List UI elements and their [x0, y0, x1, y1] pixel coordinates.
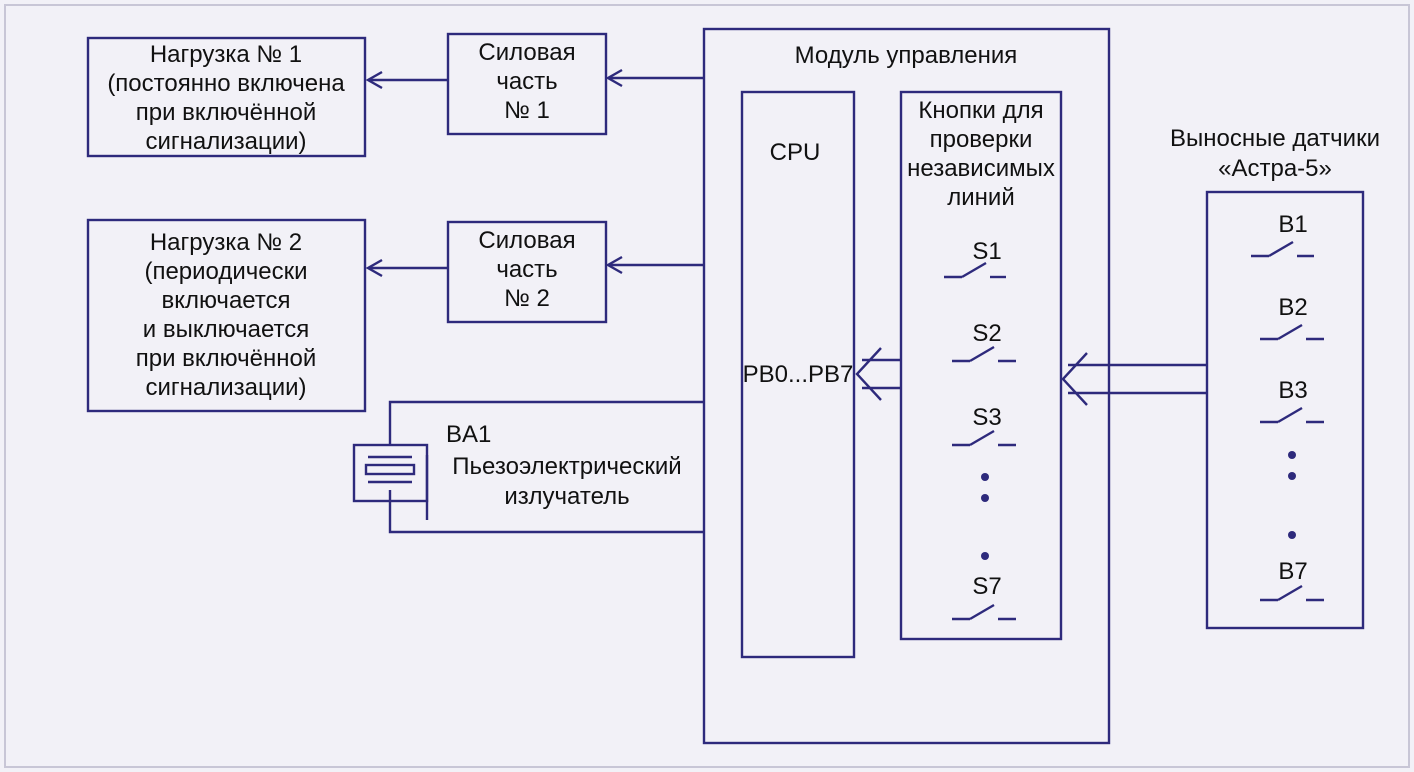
switch-s1-label: S1 [972, 238, 1001, 265]
sensors-box [1205, 190, 1365, 630]
load1-title: Нагрузка № 1 [150, 41, 302, 68]
buzzer-ref: BA1 [446, 421, 491, 448]
sensor-b7-symbol [1260, 584, 1324, 602]
power2-block: Силовая часть № 2 [446, 220, 608, 324]
load2-line-4: при включённой [136, 345, 317, 372]
bus-arrow-into-cpu [855, 347, 882, 401]
sensors-title-line-1: Выносные датчики [1170, 125, 1380, 152]
ellipsis-dot [981, 552, 989, 560]
switch-s3-symbol [952, 429, 1016, 447]
load2-line-3: и выключается [143, 316, 309, 343]
power2-line-1: Силовая [478, 227, 575, 254]
arrow-into-load1 [365, 70, 383, 90]
cpu-label: CPU [770, 139, 821, 166]
buzzer-line-2: излучатель [504, 483, 629, 510]
load1-line-3: сигнализации) [145, 128, 306, 155]
sensor-b1-symbol [1251, 240, 1314, 258]
sensor-b1-label: B1 [1278, 211, 1307, 238]
figure-frame [4, 4, 1410, 768]
remote-sensors: Выносные датчики «Астра-5» B1 B2 B3 B7 [1061, 125, 1380, 630]
ellipsis-dot [1288, 472, 1296, 480]
switch-s2-label: S2 [972, 320, 1001, 347]
buzzer-crystal [364, 463, 416, 476]
buttons-title-line-4: линий [947, 184, 1014, 211]
load1-line-2: при включённой [136, 99, 317, 126]
ellipsis-dot [1288, 531, 1296, 539]
buttons-title-line-1: Кнопки для [918, 97, 1043, 124]
ellipsis-dot [1288, 451, 1296, 459]
load2-title: Нагрузка № 2 [150, 229, 302, 256]
switch-s2-symbol [952, 345, 1016, 363]
control-module: Модуль управления CPU PB0...PB7 Кнопки д… [702, 27, 1111, 745]
power1-box [446, 32, 608, 136]
sensor-b3-label: B3 [1278, 377, 1307, 404]
switch-s1-symbol [944, 261, 1006, 279]
power1-block: Силовая часть № 1 [446, 32, 608, 136]
sensor-bus-arrow [1061, 352, 1088, 406]
power2-box [446, 220, 608, 324]
power2-line-2: часть [496, 256, 557, 283]
sensors-title-line-2: «Астра-5» [1218, 155, 1332, 182]
arrow-into-power2 [605, 255, 623, 275]
cpu-port-label: PB0...PB7 [743, 361, 854, 388]
module-title: Модуль управления [795, 42, 1018, 69]
buttons-box [899, 90, 1063, 641]
buzzer-wire-bottom [388, 490, 704, 534]
switch-s3-label: S3 [972, 404, 1001, 431]
power2-line-3: № 2 [504, 285, 550, 312]
buzzer-wire-top [388, 400, 704, 445]
load1-block: Нагрузка № 1 (постоянно включена при вкл… [86, 36, 367, 158]
load2-box [86, 218, 367, 413]
buttons-title-line-2: проверки [930, 126, 1033, 153]
load1-box [86, 36, 367, 158]
buzzer-line-1: Пьезоэлектрический [452, 453, 681, 480]
load2-line-2: включается [161, 287, 290, 314]
load2-block: Нагрузка № 2 (периодически включается и … [86, 218, 367, 413]
switch-s7-label: S7 [972, 573, 1001, 600]
piezo-buzzer: BA1 Пьезоэлектрический излучатель [352, 400, 704, 534]
load2-line-5: сигнализации) [145, 374, 306, 401]
sensor-b7-label: B7 [1278, 558, 1307, 585]
arrow-into-load2 [365, 258, 383, 278]
power1-line-3: № 1 [504, 97, 550, 124]
sensor-b2-symbol [1260, 323, 1324, 341]
sensor-b2-label: B2 [1278, 294, 1307, 321]
load1-line-1: (постоянно включена [107, 70, 345, 97]
cpu-box [740, 90, 856, 659]
arrow-into-power1 [605, 68, 623, 88]
load2-line-1: (периодически [144, 258, 307, 285]
switch-s7-symbol [952, 603, 1016, 621]
power1-line-2: часть [496, 68, 557, 95]
ellipsis-dot [981, 494, 989, 502]
ellipsis-dot [981, 473, 989, 481]
left-connections [365, 68, 704, 278]
sensor-b3-symbol [1260, 406, 1324, 424]
power1-line-1: Силовая [478, 39, 575, 66]
buttons-title-line-3: независимых [907, 155, 1055, 182]
